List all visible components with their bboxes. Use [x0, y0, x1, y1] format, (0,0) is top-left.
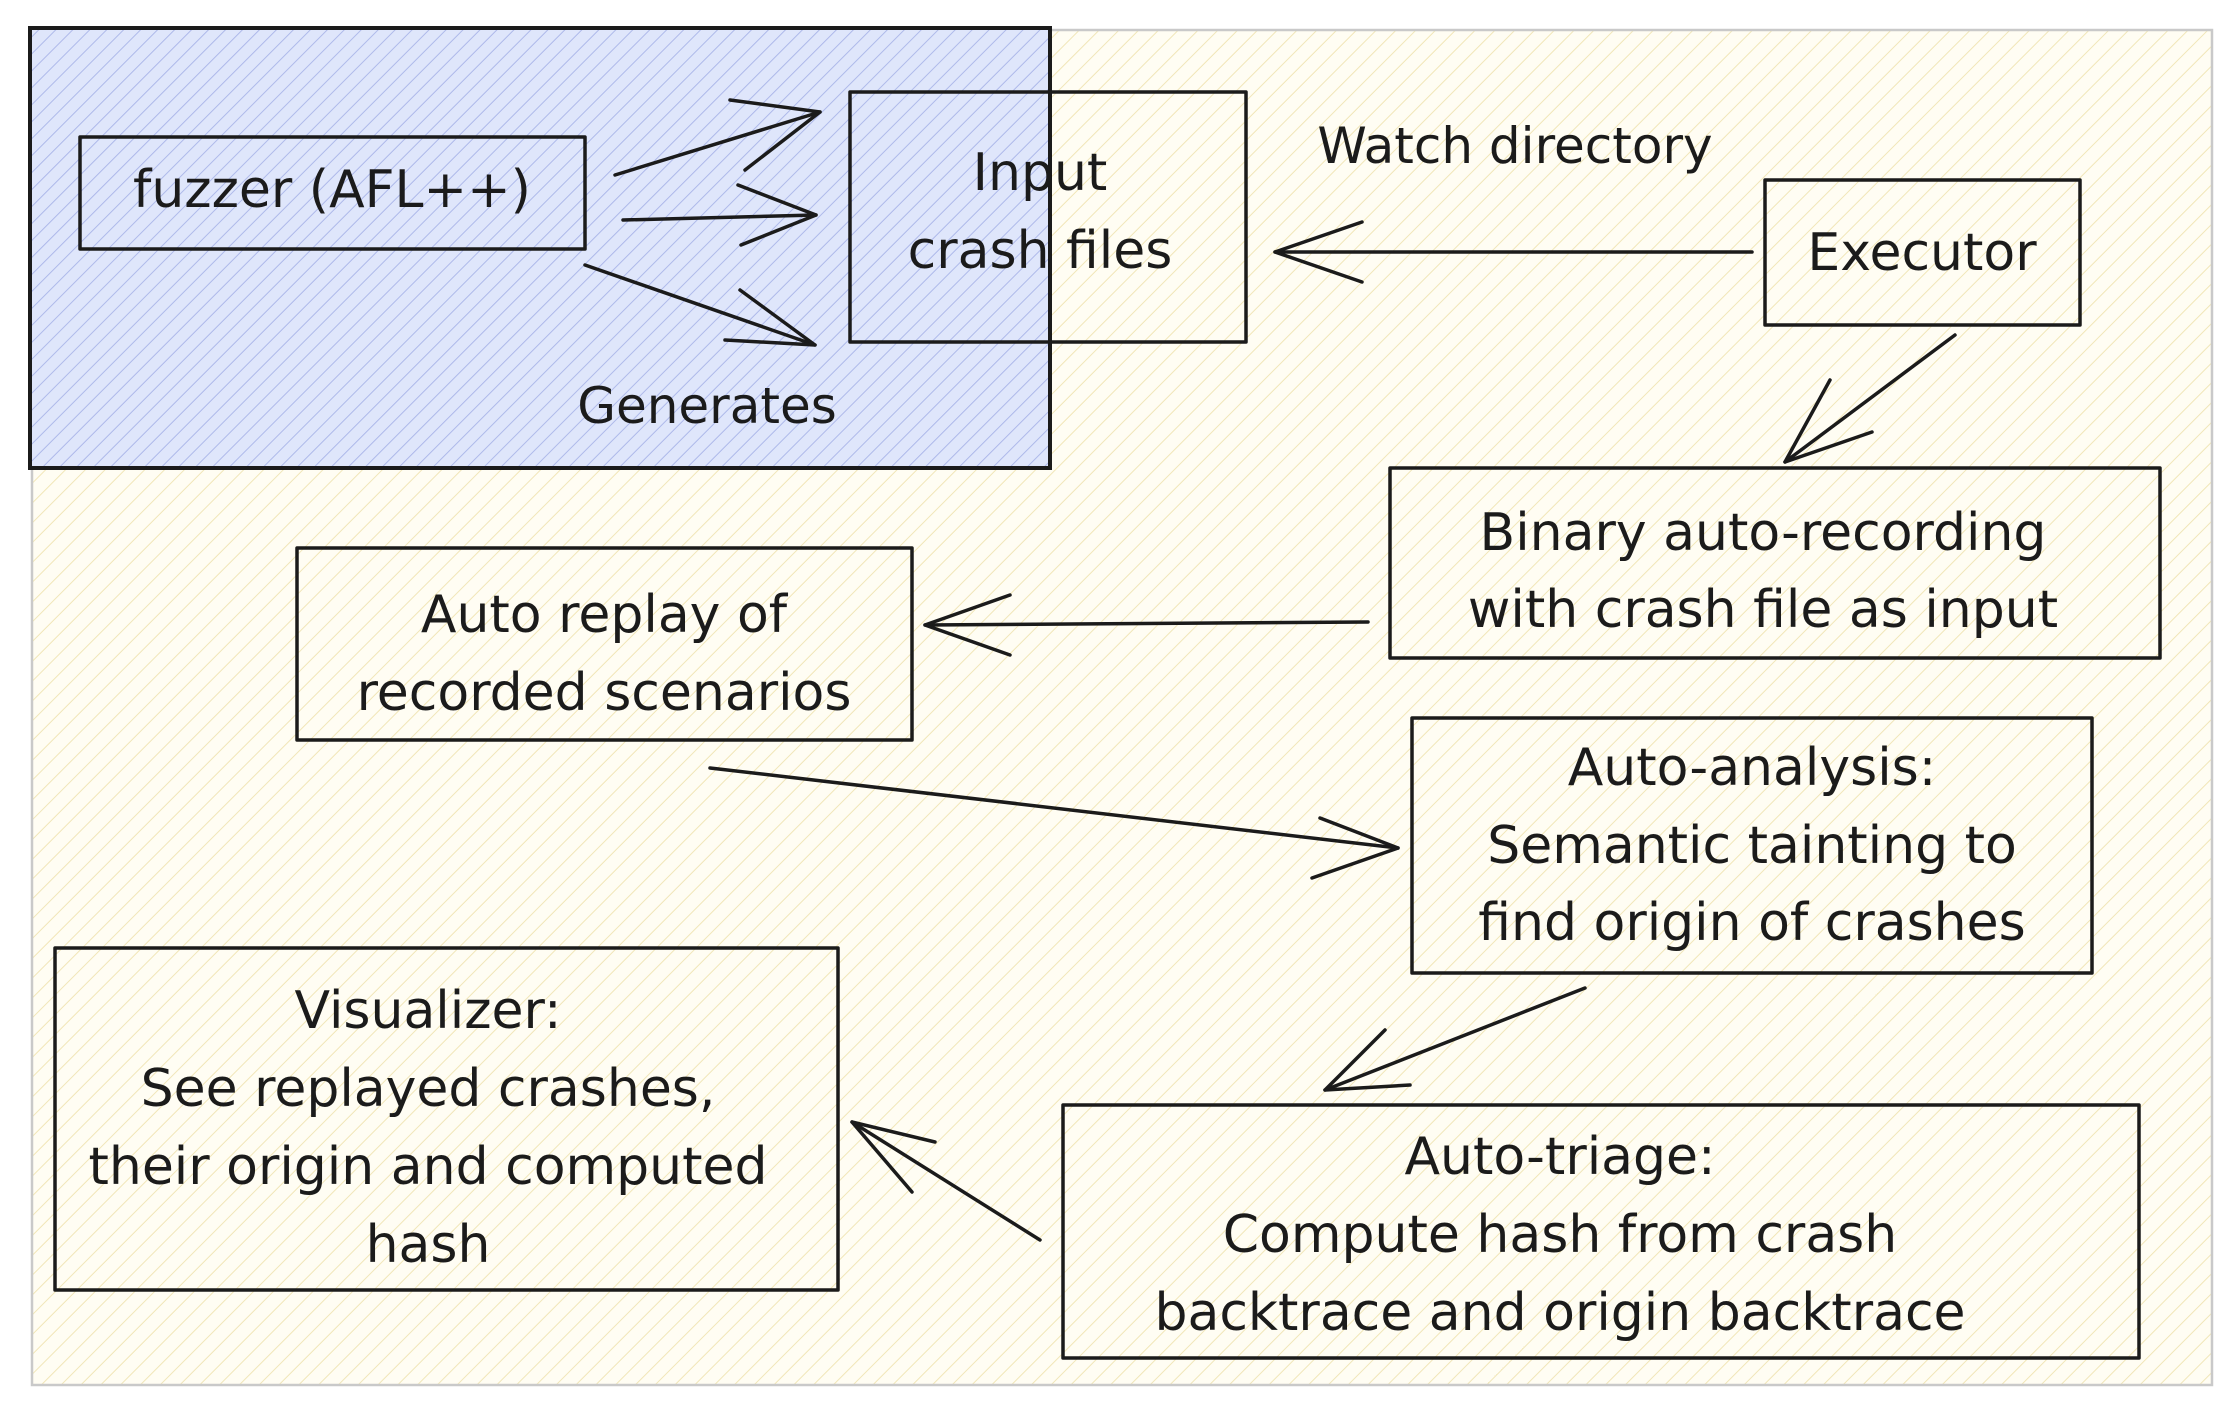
- arrow-triage-to-visualizer: [850, 1120, 1042, 1242]
- arrow-recording-to-replay: [923, 593, 1370, 657]
- fuzzer-node: fuzzer (AFL++): [78, 135, 587, 251]
- executor-label: Executor: [1807, 223, 2037, 283]
- arrow-fuzzer-to-input-bottom: [583, 263, 817, 347]
- analysis-line-1: Auto-analysis:: [1568, 738, 1937, 798]
- visualizer-line-1: Visualizer:: [295, 981, 562, 1041]
- arrow-executor-to-input: [1273, 220, 1754, 284]
- watch-directory-label: Watch directory: [1317, 117, 1712, 175]
- visualizer-line-4: hash: [366, 1215, 491, 1275]
- replay-line-2: recorded scenarios: [357, 663, 852, 723]
- triage-line-1: Auto-triage:: [1404, 1127, 1715, 1187]
- triage-node: Auto-triage: Compute hash from crash bac…: [1061, 1103, 2141, 1360]
- arrow-fuzzer-to-input-top: [613, 98, 822, 177]
- recording-node: Binary auto-recording with crash file as…: [1388, 466, 2162, 660]
- executor-node: Executor: [1763, 178, 2082, 327]
- triage-line-2: Compute hash from crash: [1223, 1205, 1897, 1265]
- generates-label: Generates: [577, 377, 837, 435]
- replay-line-1: Auto replay of: [421, 585, 789, 645]
- arrow-executor-to-recording: [1783, 333, 1957, 464]
- replay-node: Auto replay of recorded scenarios: [295, 546, 914, 742]
- arrow-replay-to-analysis: [708, 766, 1400, 880]
- visualizer-node: Visualizer: See replayed crashes, their …: [53, 946, 840, 1292]
- arrow-analysis-to-triage: [1323, 986, 1587, 1092]
- triage-line-3: backtrace and origin backtrace: [1154, 1283, 1965, 1343]
- visualizer-line-2: See replayed crashes,: [141, 1059, 716, 1119]
- analysis-line-3: find origin of crashes: [1478, 893, 2025, 953]
- fuzzer-label: fuzzer (AFL++): [133, 160, 531, 220]
- analysis-node: Auto-analysis: Semantic tainting to find…: [1410, 716, 2094, 975]
- input-line-2: crash files: [908, 221, 1173, 281]
- recording-line-1: Binary auto-recording: [1480, 503, 2047, 563]
- analysis-line-2: Semantic tainting to: [1487, 816, 2017, 876]
- input-files-node: Input crash files: [848, 90, 1248, 344]
- recording-line-2: with crash file as input: [1468, 580, 2058, 640]
- input-line-1: Input: [973, 143, 1108, 203]
- visualizer-line-3: their origin and computed: [88, 1137, 767, 1197]
- arrow-fuzzer-to-input-mid: [621, 183, 818, 247]
